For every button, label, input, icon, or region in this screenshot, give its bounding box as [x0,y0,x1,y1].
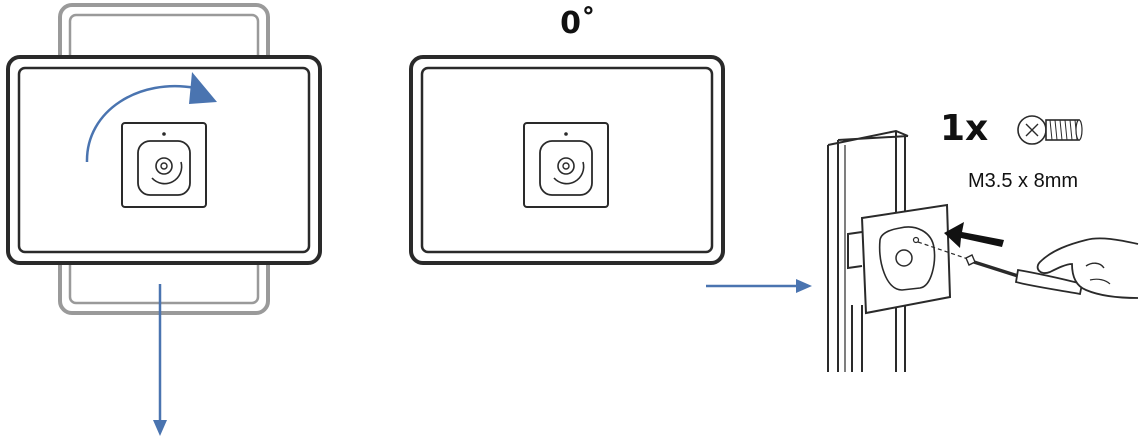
screw-size-label: M3.5 x 8mm [968,170,1079,192]
quantity-label: 1x [940,108,989,149]
rotation-step [6,3,322,436]
screwdriver [965,254,1084,296]
stand-bracket [860,203,952,315]
mount-plate [121,122,207,208]
angle-label: 0˚ [560,6,596,41]
hand [1036,237,1139,299]
rotation-arrow [85,72,217,163]
insert-arrow [944,222,1004,248]
zero-degree-step [409,55,725,265]
right-arrow [706,279,812,293]
down-arrow [153,284,167,436]
screw-icon [1017,115,1083,145]
stand-assembly [827,115,1139,372]
mount-plate-zero [523,122,609,208]
